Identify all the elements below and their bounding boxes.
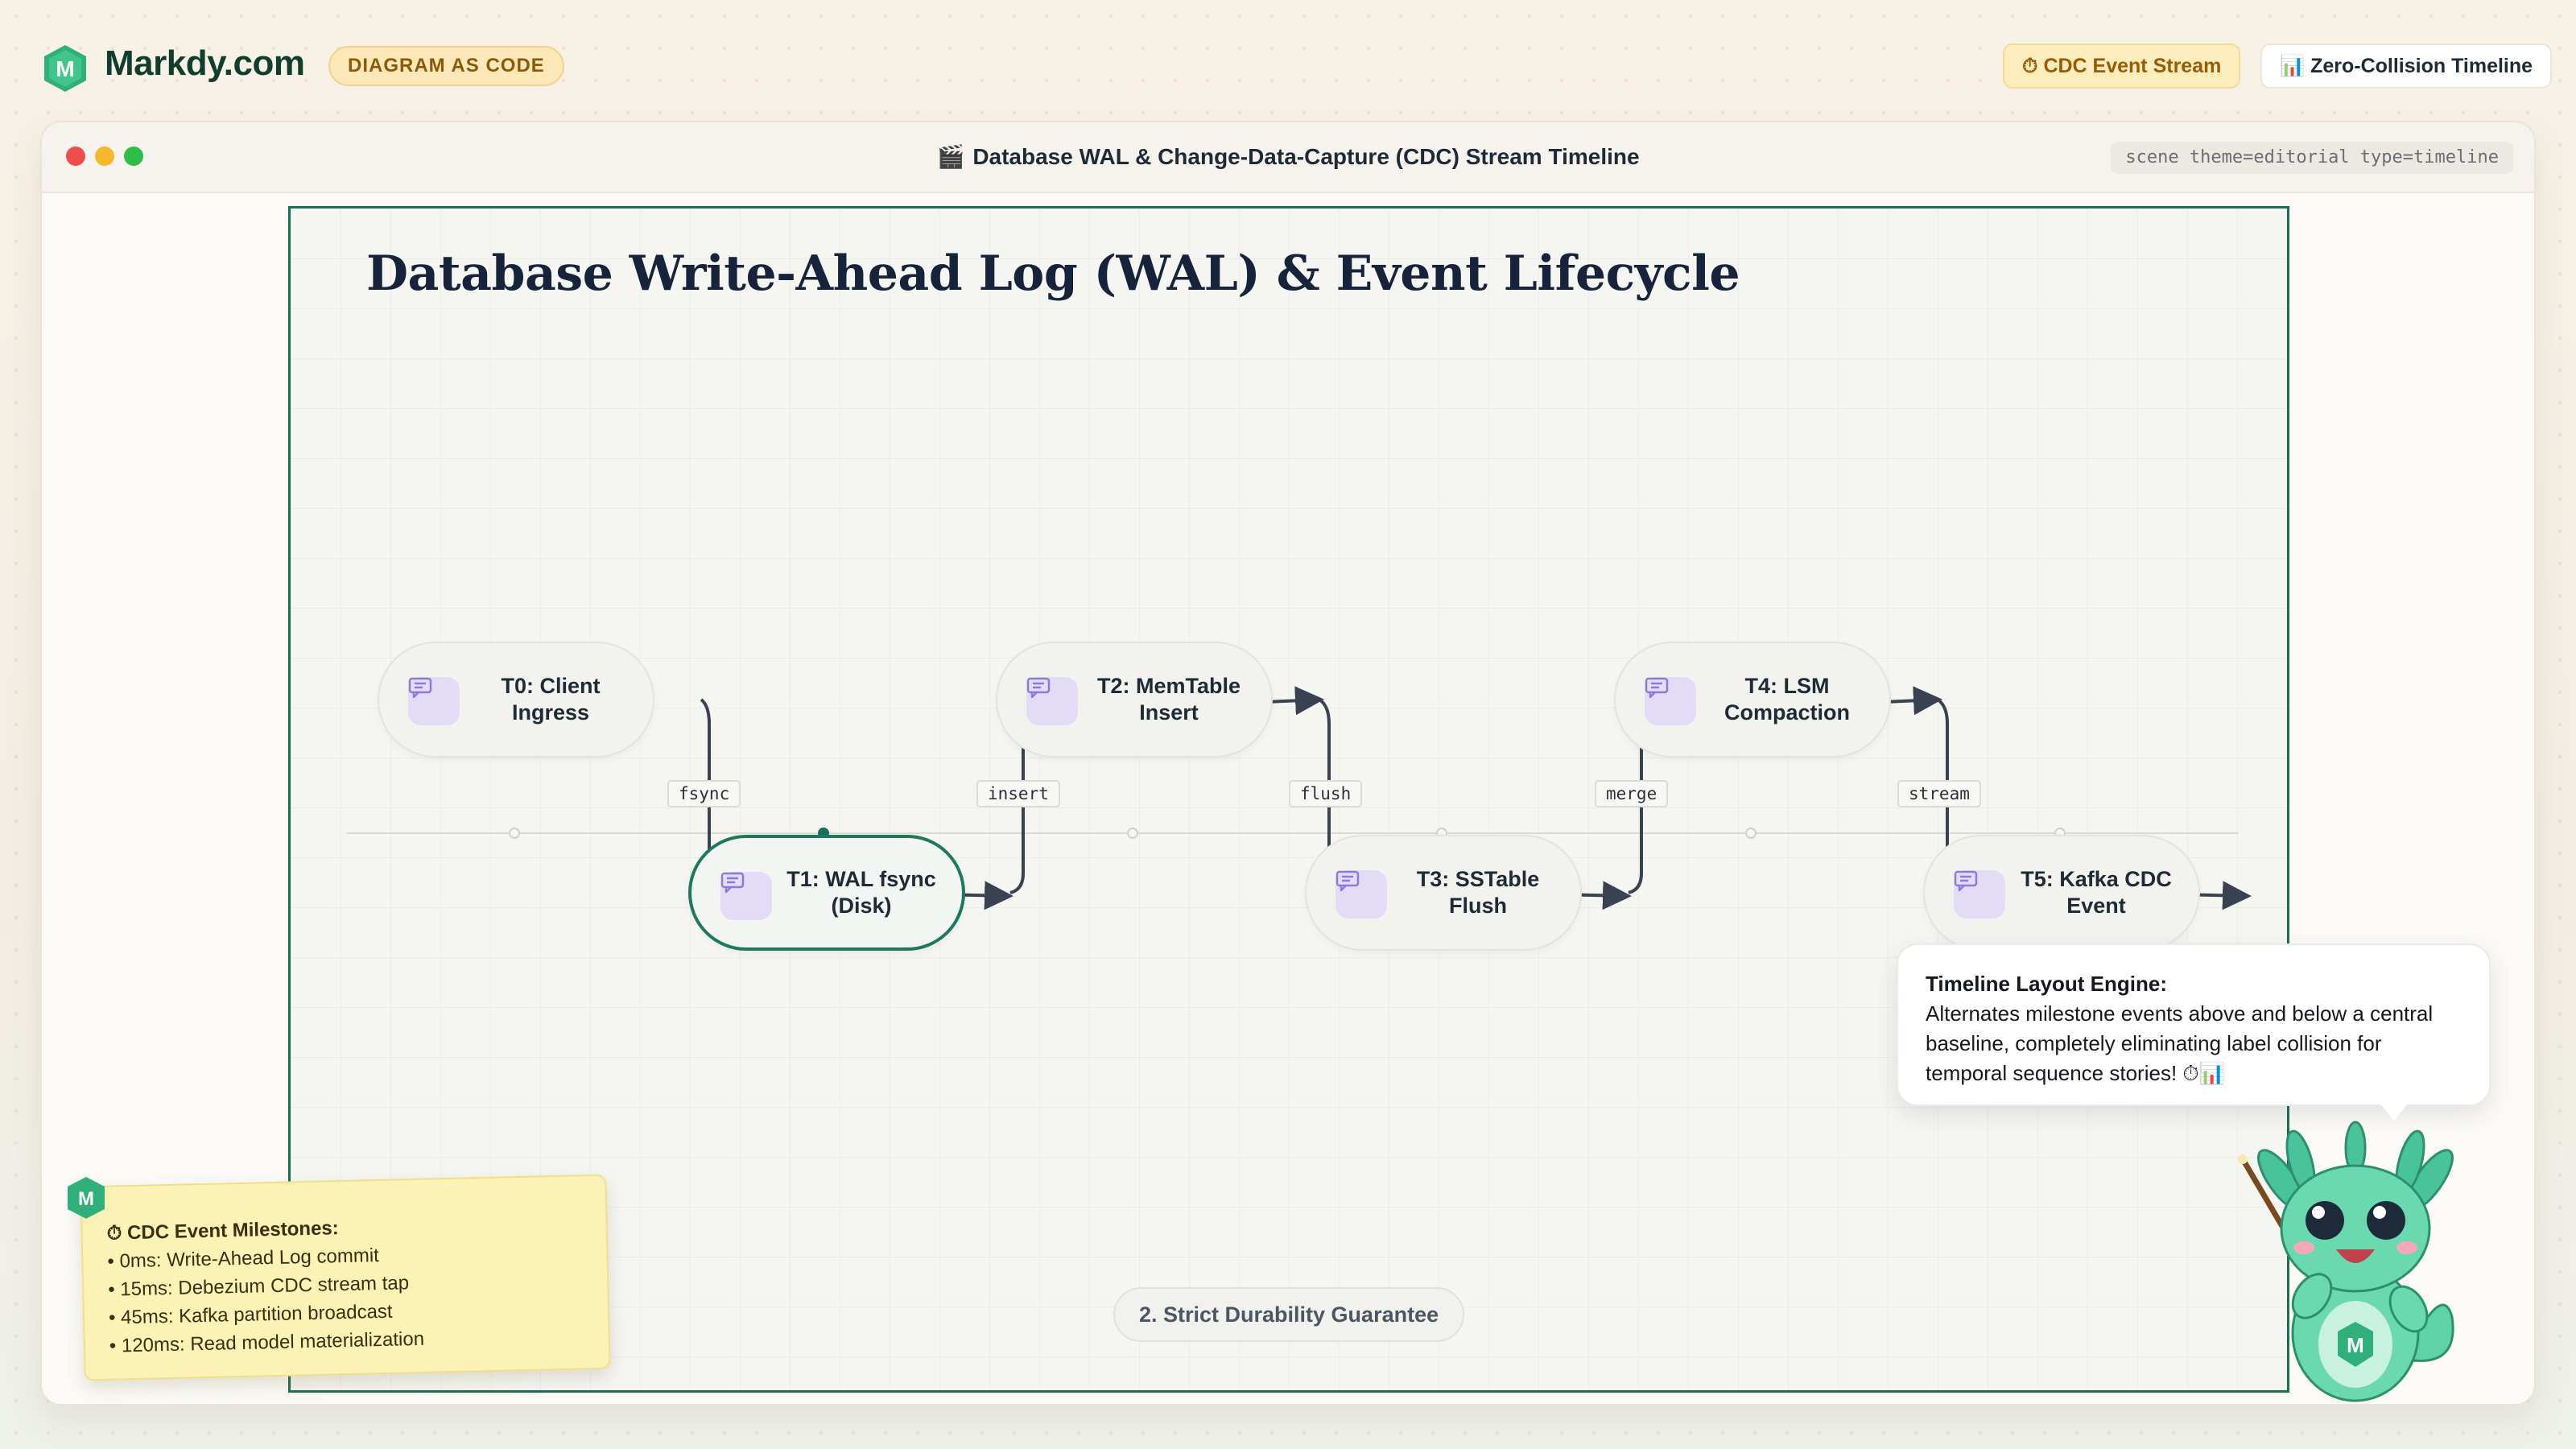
edge-label-insert: insert	[976, 780, 1060, 807]
close-window-dot[interactable]	[66, 147, 85, 166]
timeline-node-t3[interactable]: T3: SSTable Flush	[1305, 835, 1582, 951]
message-icon	[408, 677, 460, 725]
axolotl-mascot-icon: M	[2238, 1121, 2454, 1402]
message-icon	[1645, 677, 1696, 725]
timeline-node-t5[interactable]: T5: Kafka CDC Event	[1923, 835, 2200, 951]
scene-config-tag: scene theme=editorial type=timeline	[2111, 142, 2513, 174]
window-header: 🎬 Database WAL & Change-Data-Capture (CDC…	[42, 122, 2534, 193]
minimize-window-dot[interactable]	[95, 147, 114, 166]
edge-label-merge: merge	[1595, 780, 1669, 807]
zero-collision-timeline-button[interactable]: 📊 Zero-Collision Timeline	[2260, 43, 2553, 89]
edge-label-stream: stream	[1897, 780, 1981, 807]
cdc-event-stream-button[interactable]: ⏱ CDC Event Stream	[2003, 43, 2241, 89]
timeline-node-t0[interactable]: T0: Client Ingress	[378, 642, 654, 758]
diagram-as-code-badge: DIAGRAM AS CODE	[328, 46, 564, 86]
speech-bubble-tail	[2380, 1103, 2409, 1121]
message-icon	[1335, 870, 1387, 919]
cdc-event-stream-label: ⏱ CDC Event Stream	[2022, 55, 2222, 77]
step-caption: 2. Strict Durability Guarantee	[1113, 1287, 1465, 1342]
timeline-node-t1[interactable]: T1: WAL fsync (Disk)	[688, 835, 965, 951]
svg-text:M: M	[2347, 1333, 2364, 1357]
node-label: T0: Client Ingress	[501, 674, 601, 724]
maximize-window-dot[interactable]	[124, 147, 143, 166]
top-bar: M Markdy.com DIAGRAM AS CODE ⏱ CDC Event…	[0, 0, 2576, 121]
svg-text:M: M	[56, 56, 74, 81]
brand-name[interactable]: Markdy.com	[105, 43, 305, 83]
node-label: T2: MemTable Insert	[1096, 674, 1241, 724]
baseline-tick	[1127, 828, 1138, 839]
node-label: T3: SSTable Flush	[1416, 867, 1540, 918]
window-title: 🎬 Database WAL & Change-Data-Capture (CDC…	[42, 143, 2534, 170]
diagram-window: 🎬 Database WAL & Change-Data-Capture (CDC…	[40, 121, 2536, 1406]
baseline-tick	[1745, 828, 1757, 839]
message-icon	[1954, 870, 2005, 919]
zero-collision-timeline-label: 📊 Zero-Collision Timeline	[2280, 55, 2533, 77]
timeline-node-t2[interactable]: T2: MemTable Insert	[996, 642, 1273, 758]
edge-label-flush: flush	[1289, 780, 1363, 807]
edge-label-fsync: fsync	[667, 780, 741, 807]
baseline-tick	[509, 828, 520, 839]
message-icon	[720, 872, 772, 920]
diagram-title: Database Write-Ahead Log (WAL) & Event L…	[366, 246, 1740, 302]
clapperboard-icon: 🎬	[936, 144, 965, 169]
timeline-node-t4[interactable]: T4: LSM Compaction	[1614, 642, 1891, 758]
bubble-title: Timeline Layout Engine:	[1926, 972, 2168, 996]
diagram-canvas: Database Write-Ahead Log (WAL) & Event L…	[288, 206, 2289, 1393]
node-label: T4: LSM Compaction	[1724, 674, 1850, 724]
bubble-body: Alternates milestone events above and be…	[1926, 1001, 2434, 1085]
svg-text:M: M	[78, 1188, 94, 1210]
node-label: T1: WAL fsync (Disk)	[786, 867, 936, 918]
markdy-logo-icon[interactable]: M	[42, 43, 89, 93]
markdy-badge-icon: M	[68, 1177, 105, 1219]
message-icon	[1026, 677, 1078, 725]
milestones-sticky-note: ⏱ CDC Event Milestones: • 0ms: Write-Ahe…	[80, 1174, 611, 1381]
node-label: T5: Kafka CDC Event	[2021, 867, 2172, 918]
mascot-speech-bubble: Timeline Layout Engine: Alternates miles…	[1897, 943, 2491, 1106]
window-title-text: Database WAL & Change-Data-Capture (CDC)…	[972, 144, 1640, 169]
